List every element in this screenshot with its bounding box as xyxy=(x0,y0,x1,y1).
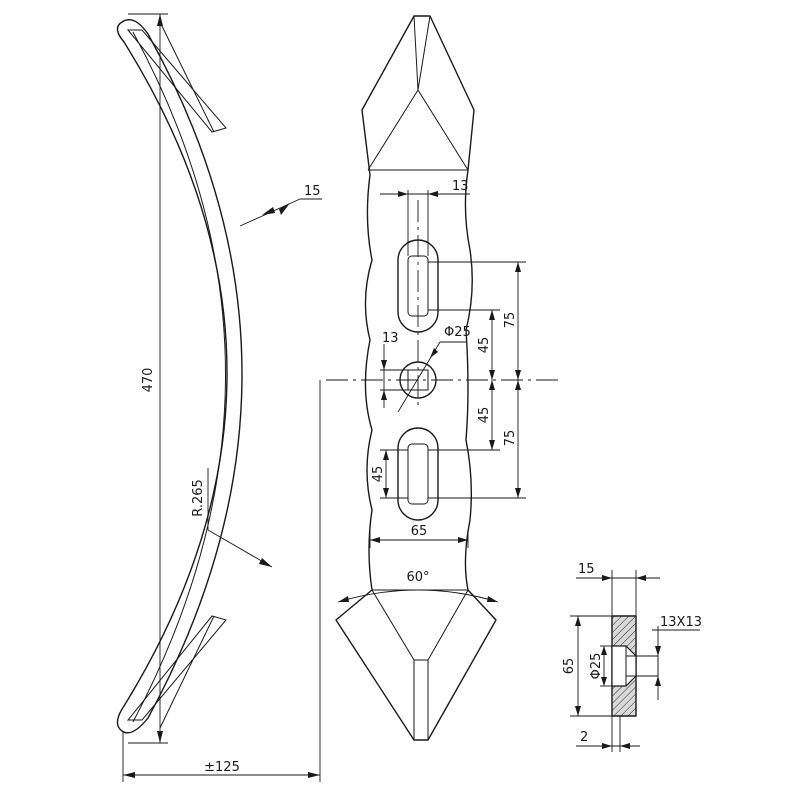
upper-tip-facets xyxy=(367,15,469,171)
lower-slot xyxy=(397,427,439,521)
side-view: 470 15 R.265 ±125 xyxy=(116,13,322,782)
radius-dimension-label: R.265 xyxy=(191,479,206,517)
slot-width-label: 13 xyxy=(452,179,469,194)
section-height-label: 65 xyxy=(562,658,577,675)
lower-tip-facets xyxy=(371,589,469,740)
section-square-hole-label: 13X13 xyxy=(660,615,702,630)
section-view: 15 65 Φ25 13X13 2 xyxy=(562,562,702,752)
blade-width-label: 65 xyxy=(411,524,428,539)
height-dimension-label: 470 xyxy=(141,368,156,393)
lower-slot-inner xyxy=(407,443,429,505)
section-hole-diameter-label: Φ25 xyxy=(589,653,604,680)
blade-side-outline xyxy=(116,19,243,734)
hole-slot-label: 13 xyxy=(382,331,399,346)
blade-bevel-upper xyxy=(159,21,215,133)
pitch-lower-label: 75 xyxy=(503,430,518,447)
tip-angle-label: 60° xyxy=(406,570,429,585)
blade-front-outline xyxy=(335,15,497,741)
section-hole xyxy=(611,645,637,687)
pitch-upper-label: 75 xyxy=(503,312,518,329)
thickness-dimension-label: 15 xyxy=(304,184,321,199)
slot-length-label: 45 xyxy=(371,466,386,483)
width-dimension-label: ±125 xyxy=(204,760,240,775)
front-view: 13 13 Φ25 45 45 75 xyxy=(326,15,560,741)
blade-lower-slot xyxy=(126,615,227,721)
blade-inner-contour xyxy=(132,31,226,723)
blade-upper-slot xyxy=(126,29,227,133)
offset-upper-label: 45 xyxy=(477,337,492,354)
blade-bevel-lower xyxy=(159,615,215,729)
section-recess-label: 2 xyxy=(580,730,588,745)
section-thickness-label: 15 xyxy=(578,562,595,577)
tip-angle-arc xyxy=(337,589,499,603)
section-square-hole xyxy=(635,655,659,677)
offset-lower-label: 45 xyxy=(477,407,492,424)
hole-diameter-label: Φ25 xyxy=(444,325,471,340)
